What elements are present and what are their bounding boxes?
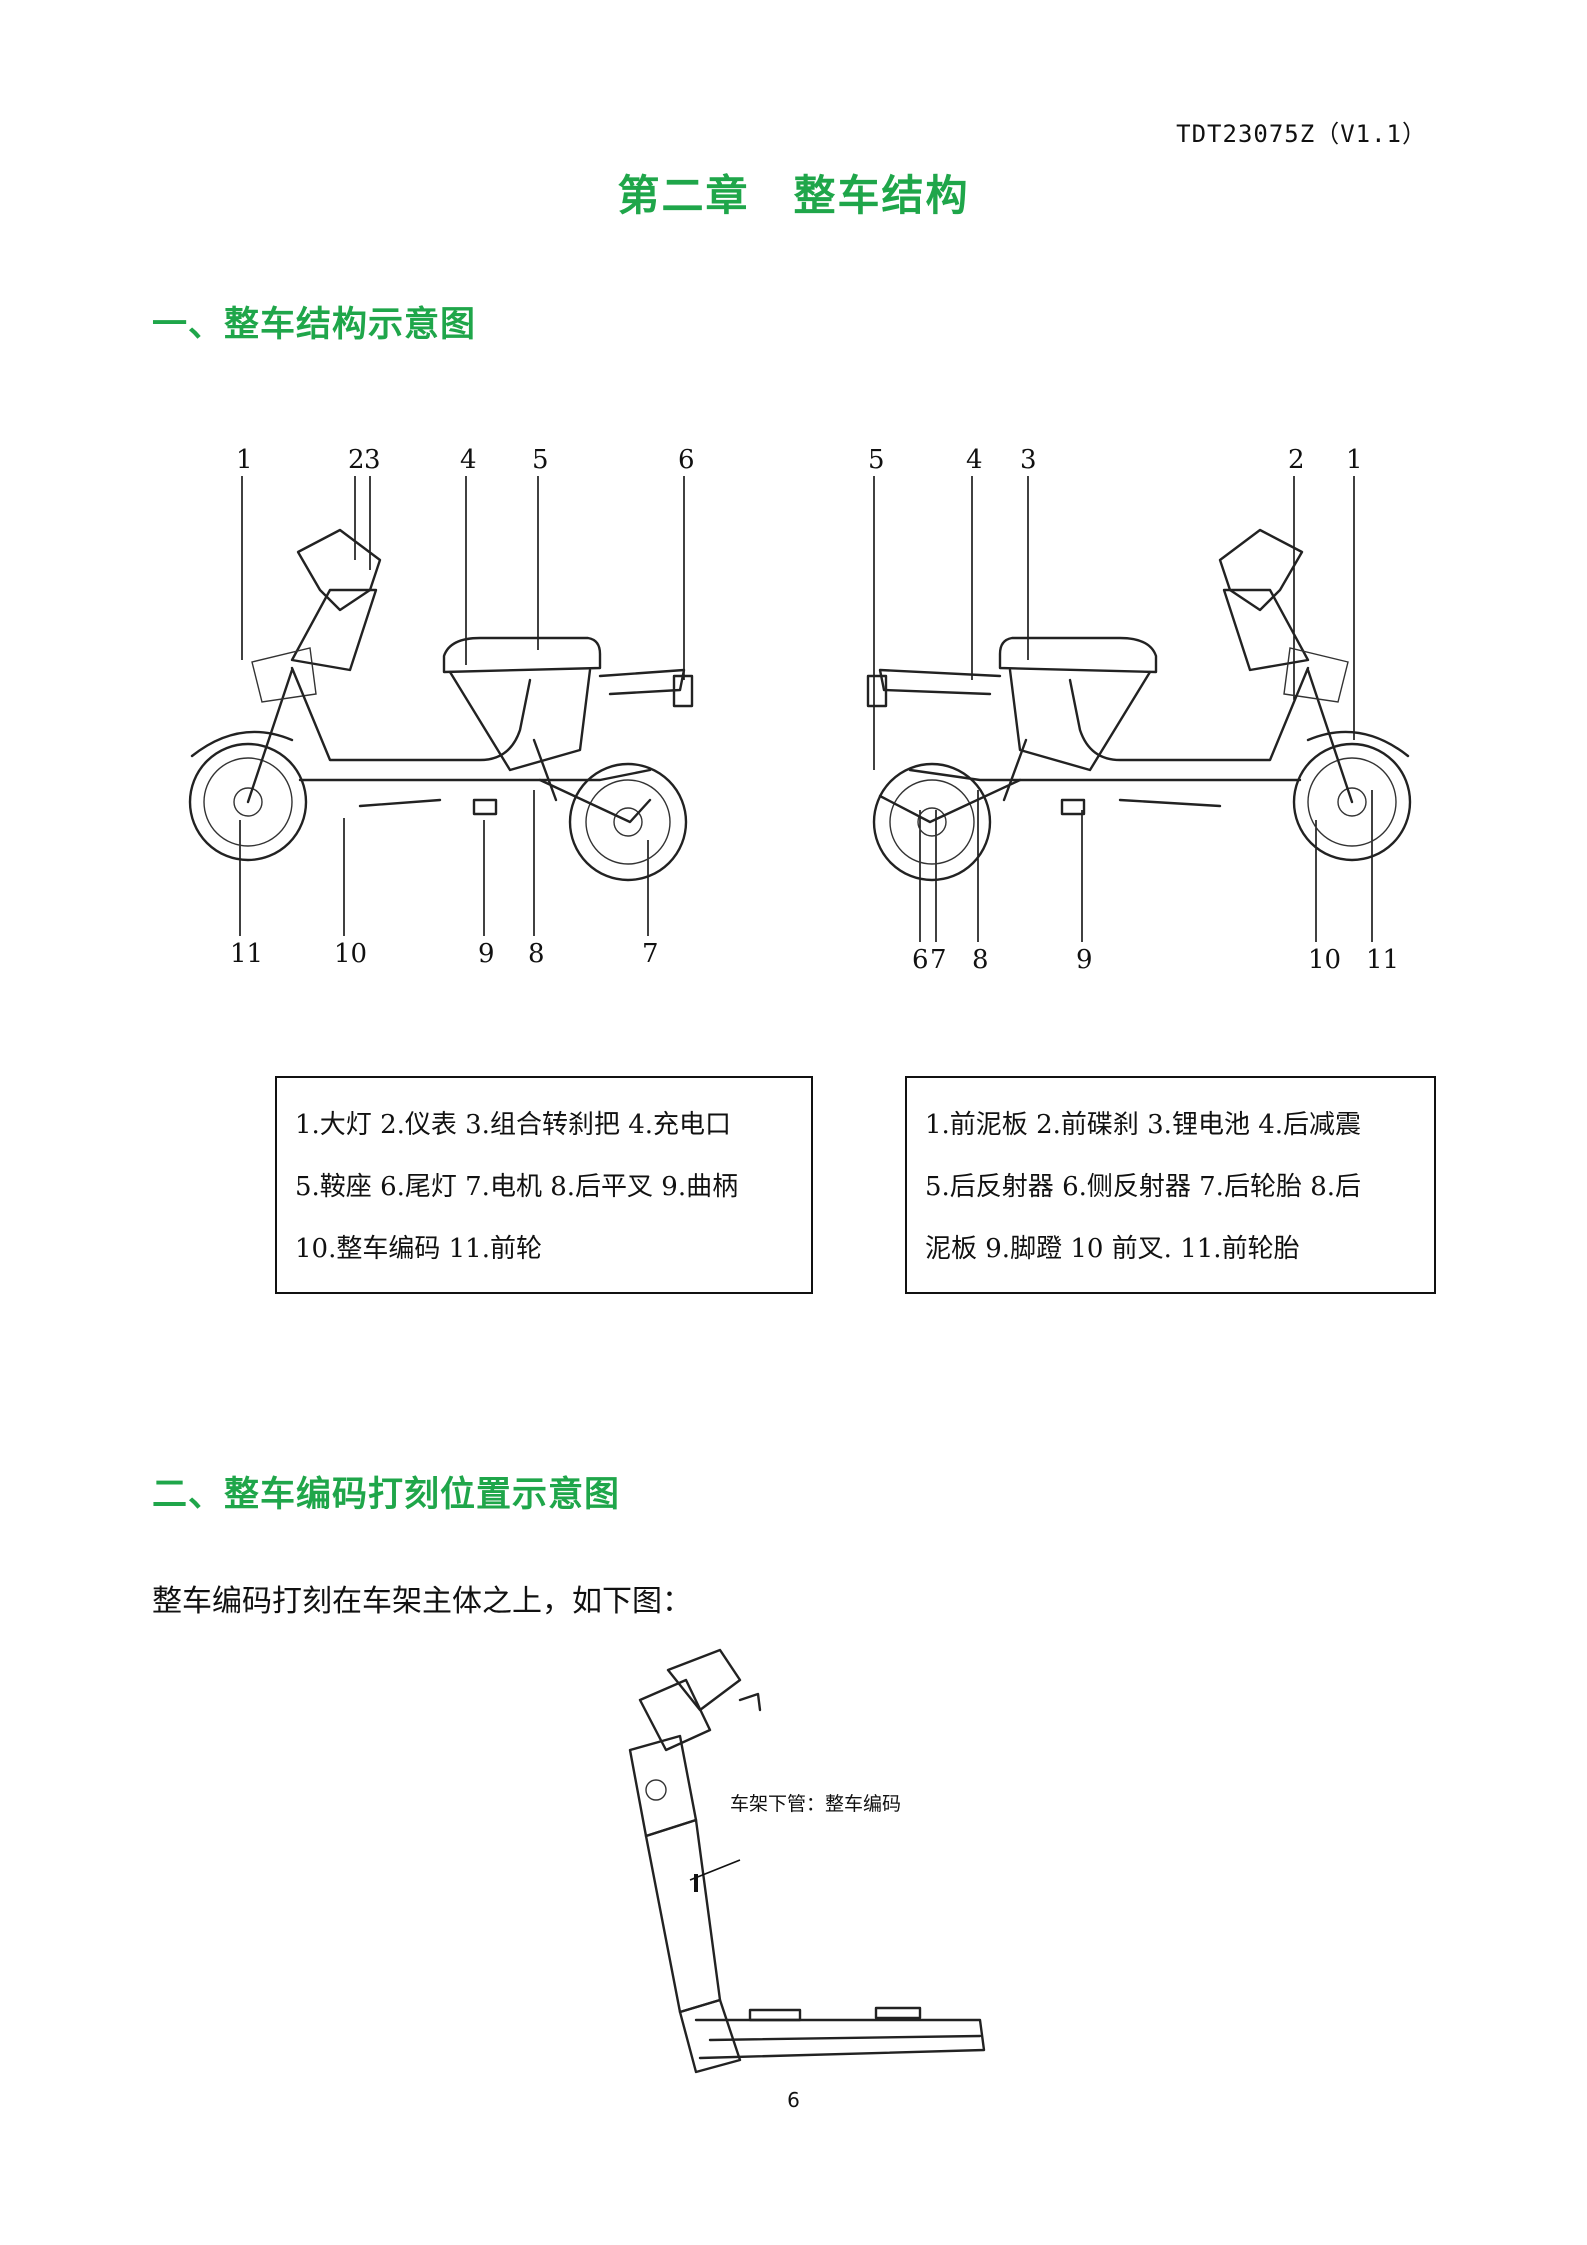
left-callout-5: 5: [532, 445, 549, 475]
chapter-title: 第二章 整车结构: [617, 171, 970, 220]
left-callout-labels: 1 2 3 4 5 6 11 10 9 8 7: [230, 445, 695, 969]
right-callout-9: 9: [1076, 945, 1093, 975]
left-callout-10: 10: [334, 939, 367, 969]
left-callout-8: 8: [528, 939, 545, 969]
document-id: TDT23075Z（V1.1）: [1176, 120, 1427, 148]
frame-code-leader: [689, 1859, 741, 1881]
page-number: 6: [787, 2088, 800, 2112]
right-callout-11: 11: [1366, 945, 1399, 975]
legend-left-line-2: 5.鞍座 6.尾灯 7.电机 8.后平叉 9.曲柄: [295, 1172, 739, 1202]
frame-diagram: 车架下管：整车编码: [600, 1640, 1000, 2100]
frame-drawing: 车架下管：整车编码: [628, 1648, 986, 2074]
scooter-left-view: 1 2 3 4 5 6 11 10 9 8 7: [180, 440, 780, 1000]
left-callout-2: 2: [348, 445, 365, 475]
left-callout-7: 7: [642, 939, 659, 969]
right-callout-5: 5: [868, 445, 885, 475]
left-callout-9: 9: [478, 939, 495, 969]
section2-intro: 整车编码打刻在车架主体之上，如下图：: [152, 1584, 692, 1619]
right-callout-6: 6: [912, 945, 929, 975]
right-scooter-body: [866, 528, 1412, 882]
legend-right-line-3: 泥板 9.脚蹬 10 前叉. 11.前轮胎: [925, 1234, 1300, 1264]
right-callout-1: 1: [1346, 445, 1363, 475]
left-callout-3: 3: [364, 445, 381, 475]
right-callout-7: 7: [930, 945, 947, 975]
left-callout-4: 4: [460, 445, 477, 475]
scooter-left-drawing: 1 2 3 4 5 6 11 10 9 8 7: [188, 445, 695, 969]
legend-left-line-1: 1.大灯 2.仪表 3.组合转刹把 4.充电口: [295, 1110, 732, 1140]
section-title-structure: 一、整车结构示意图: [152, 305, 477, 345]
legend-left-line-3: 10.整车编码 11.前轮: [295, 1234, 542, 1264]
left-leader-lines: [239, 476, 685, 936]
scooter-right-drawing: 5 4 3 2 1 6 7 8 9 10 11: [866, 445, 1412, 975]
right-callout-3: 3: [1020, 445, 1037, 475]
right-callout-8: 8: [972, 945, 989, 975]
legend-right-line-2: 5.后反射器 6.侧反射器 7.后轮胎 8.后: [925, 1172, 1362, 1202]
right-leader-lines: [873, 476, 1373, 942]
right-callout-10: 10: [1308, 945, 1341, 975]
left-callout-1: 1: [236, 445, 253, 475]
frame-outline: [628, 1648, 986, 2074]
legend-left: 1.大灯 2.仪表 3.组合转刹把 4.充电口 5.鞍座 6.尾灯 7.电机 8…: [275, 1076, 813, 1294]
scooter-right-view: 5 4 3 2 1 6 7 8 9 10 11: [820, 440, 1420, 1000]
left-scooter-body: [188, 528, 694, 882]
legend-right-line-1: 1.前泥板 2.前碟刹 3.锂电池 4.后减震: [925, 1110, 1362, 1140]
section-title-code-location: 二、整车编码打刻位置示意图: [152, 1475, 621, 1515]
right-callout-labels: 5 4 3 2 1 6 7 8 9 10 11: [868, 445, 1399, 975]
right-callout-4: 4: [966, 445, 983, 475]
left-callout-11: 11: [230, 939, 263, 969]
legend-right: 1.前泥板 2.前碟刹 3.锂电池 4.后减震 5.后反射器 6.侧反射器 7.…: [905, 1076, 1436, 1294]
frame-code-label: 车架下管：整车编码: [730, 1793, 901, 1815]
left-callout-6: 6: [678, 445, 695, 475]
right-callout-2: 2: [1288, 445, 1305, 475]
